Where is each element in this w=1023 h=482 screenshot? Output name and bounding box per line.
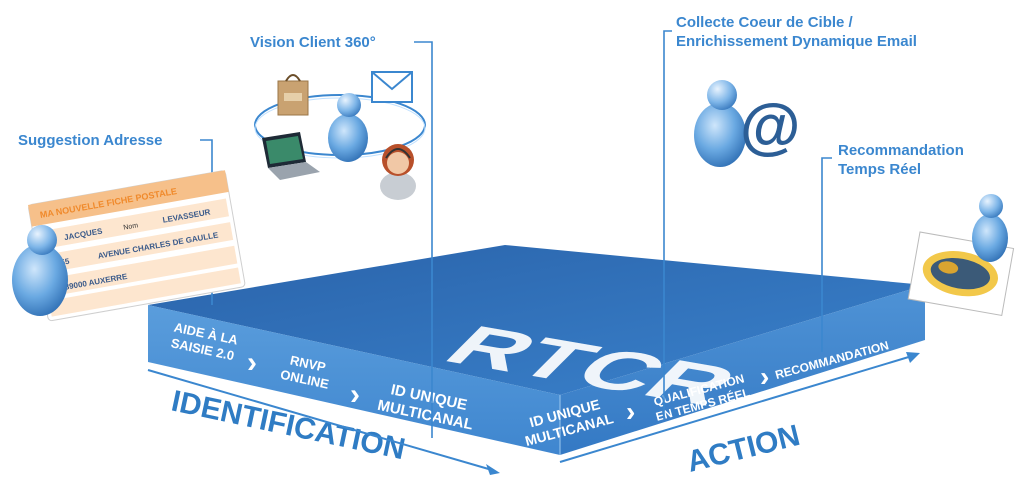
leader-lines [200,30,832,438]
person-icon [12,225,68,316]
callout-recommandation-line2: Temps Réel [838,161,922,178]
email-collect-icon: @ [694,80,800,167]
person-icon [328,93,368,162]
call-agent-icon [380,144,416,200]
leader-collecte [663,30,672,420]
chevron-icon: › [350,378,360,411]
platform-right-face [560,285,925,455]
callout-suggestion-adresse: Suggestion Adresse [18,132,163,149]
shopping-bag-icon [277,74,309,116]
chevron-icon: › [626,396,635,427]
chevron-icon: › [760,361,769,392]
card-type: Nom [123,222,139,231]
platform-left-face [148,305,560,455]
callout-recommandation-line1: Recommandation [838,142,964,159]
at-symbol-icon: @ [740,92,800,161]
platform: RTCR [148,245,925,455]
vision-360-cluster [254,71,426,200]
address-card: MA NOUVELLE FICHE POSTALE JACQUES Nom LE… [27,170,246,322]
recommendation-icon [907,194,1015,317]
person-icon [972,194,1008,262]
callout-collecte-line1: Collecte Coeur de Cible / [676,14,853,31]
action-label: ACTION [684,419,804,479]
callout-vision-client: Vision Client 360° [250,34,376,51]
laptop-icon [262,132,320,180]
chevron-icon: › [247,346,257,379]
leader-vision [414,41,433,438]
card-street-number: 55 [60,257,71,268]
leader-recommandation [821,157,832,352]
callout-collecte-line2: Enrichissement Dynamique Email [676,33,917,50]
platform-top [148,245,925,395]
email-envelope-icon [371,71,413,103]
step-rnvp-line1: RNVP [289,353,328,375]
